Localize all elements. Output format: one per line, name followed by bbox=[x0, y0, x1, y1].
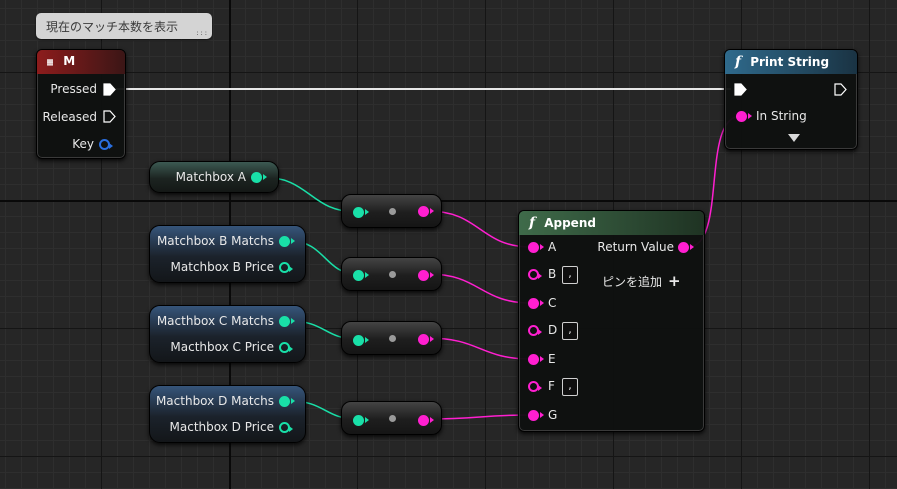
pin-label-released: Released bbox=[42, 110, 97, 124]
conversion-dot-icon bbox=[389, 208, 396, 215]
output-pin[interactable] bbox=[279, 236, 295, 247]
variable-node-macthbox-c[interactable] bbox=[149, 305, 306, 363]
key-pin[interactable] bbox=[99, 139, 113, 150]
output-pin[interactable] bbox=[279, 342, 293, 353]
print-string-title: Print String bbox=[750, 55, 830, 69]
separator-input-d[interactable]: , bbox=[562, 322, 578, 340]
conversion-dot-icon bbox=[389, 271, 396, 278]
in-string-pin[interactable] bbox=[736, 111, 752, 122]
pin-label-g: G bbox=[548, 408, 558, 422]
pin-label-b: B bbox=[548, 267, 557, 281]
conversion-node[interactable] bbox=[341, 194, 442, 228]
append-node[interactable]: f Append bbox=[518, 210, 705, 432]
separator-input-f[interactable]: , bbox=[562, 378, 578, 396]
pin-label-return-value: Return Value bbox=[597, 240, 674, 254]
exec-pin-icon[interactable] bbox=[103, 83, 116, 96]
output-pin[interactable] bbox=[418, 270, 434, 281]
input-pin[interactable] bbox=[353, 207, 369, 218]
variable-node-macthbox-d[interactable] bbox=[149, 385, 306, 443]
comment-bubble[interactable]: 現在のマッチ本数を表示 ::: bbox=[36, 13, 212, 39]
wire-to-a bbox=[427, 210, 532, 248]
append-pin-f[interactable] bbox=[528, 381, 542, 392]
append-pin-a[interactable] bbox=[528, 242, 544, 253]
append-header: f Append bbox=[519, 211, 704, 235]
pin-label-a: A bbox=[548, 240, 557, 254]
function-icon: f bbox=[529, 215, 536, 231]
keyboard-icon: ▦ bbox=[47, 57, 54, 68]
resize-grip-icon: ::: bbox=[195, 29, 208, 37]
conversion-node[interactable] bbox=[341, 257, 442, 291]
conversion-node[interactable] bbox=[341, 321, 442, 355]
output-pin[interactable] bbox=[279, 396, 295, 407]
add-pin-label: ピンを追加 bbox=[602, 275, 663, 289]
exec-pin-icon[interactable] bbox=[103, 110, 116, 123]
variable-label: Matchbox B Price bbox=[170, 260, 274, 274]
variable-label: Macthbox D Price bbox=[169, 420, 274, 434]
output-pin[interactable] bbox=[251, 172, 267, 183]
expand-arrow-icon[interactable] bbox=[788, 134, 800, 142]
append-pin-b[interactable] bbox=[528, 269, 542, 280]
output-pin[interactable] bbox=[418, 334, 434, 345]
conversion-node[interactable] bbox=[341, 401, 442, 435]
output-pin[interactable] bbox=[279, 316, 295, 327]
print-string-node[interactable]: f Print String bbox=[724, 49, 858, 150]
key-event-node[interactable]: ▦ M bbox=[36, 49, 126, 159]
pin-label-pressed: Pressed bbox=[50, 82, 97, 96]
print-string-header: f Print String bbox=[725, 50, 857, 74]
output-pin[interactable] bbox=[418, 206, 434, 217]
key-event-header: ▦ M bbox=[37, 50, 125, 74]
append-pin-g[interactable] bbox=[528, 410, 544, 421]
pin-label-c: C bbox=[548, 296, 557, 310]
conversion-dot-icon bbox=[389, 335, 396, 342]
variable-label: Macthbox C Matchs bbox=[156, 314, 274, 328]
wire-to-e bbox=[427, 337, 532, 360]
function-icon: f bbox=[735, 54, 742, 70]
plus-icon: + bbox=[668, 272, 681, 290]
input-pin[interactable] bbox=[353, 335, 369, 346]
wire-to-c bbox=[427, 273, 532, 304]
output-pin[interactable] bbox=[418, 415, 434, 426]
exec-pin-icon[interactable] bbox=[734, 83, 747, 96]
key-event-title: M bbox=[63, 54, 76, 68]
input-pin[interactable] bbox=[353, 270, 369, 281]
append-pin-d[interactable] bbox=[528, 325, 542, 336]
wire-to-g bbox=[427, 414, 532, 420]
variable-label: Matchbox B Matchs bbox=[156, 234, 274, 248]
variable-label: Macthbox C Price bbox=[170, 340, 274, 354]
graph-axis-horizontal bbox=[0, 200, 897, 202]
variable-label: Macthbox D Matchs bbox=[155, 394, 274, 408]
exec-pin-icon[interactable] bbox=[834, 83, 847, 96]
pin-label-in-string: In String bbox=[756, 109, 807, 123]
append-pin-e[interactable] bbox=[528, 354, 544, 365]
pin-label-f: F bbox=[548, 379, 555, 393]
pin-label-e: E bbox=[548, 352, 556, 366]
output-pin[interactable] bbox=[279, 422, 293, 433]
return-value-pin[interactable] bbox=[678, 242, 694, 253]
add-pin-button[interactable]: ピンを追加 + bbox=[602, 272, 681, 290]
input-pin[interactable] bbox=[353, 415, 369, 426]
conversion-dot-icon bbox=[389, 415, 396, 422]
comment-text: 現在のマッチ本数を表示 bbox=[46, 20, 179, 34]
append-title: Append bbox=[544, 216, 596, 230]
variable-label: Matchbox A bbox=[175, 170, 246, 184]
pin-label-d: D bbox=[548, 323, 558, 337]
append-pin-c[interactable] bbox=[528, 298, 544, 309]
output-pin[interactable] bbox=[279, 262, 293, 273]
variable-node-matchbox-b[interactable] bbox=[149, 225, 306, 283]
separator-input-b[interactable]: , bbox=[562, 266, 578, 284]
pin-label-key: Key bbox=[72, 137, 94, 151]
